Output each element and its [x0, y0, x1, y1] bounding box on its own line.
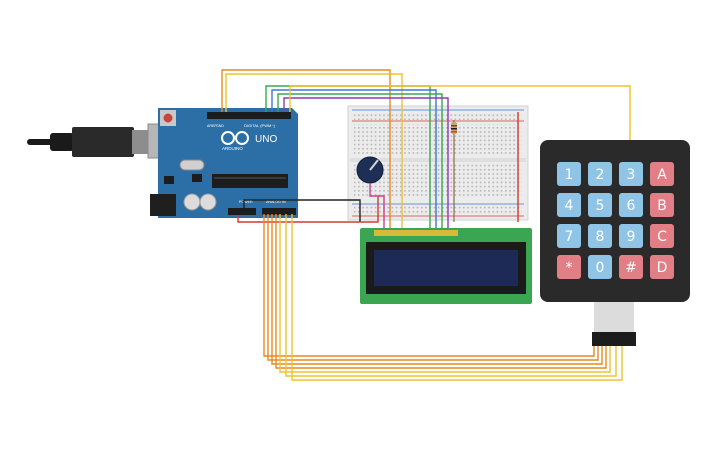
keypad-key-label: 8	[596, 229, 605, 245]
keypad-key-3-2[interactable]	[619, 255, 643, 279]
keypad-key-label: C	[657, 229, 667, 245]
wire-yellow-a5[interactable]	[285, 214, 617, 377]
wire-yellow-d2[interactable]	[291, 214, 623, 381]
keypad-key-0-0[interactable]	[557, 162, 581, 186]
keypad-key-2-1[interactable]	[588, 224, 612, 248]
lcd-pin-header	[374, 230, 458, 236]
keypad-key-2-3[interactable]	[650, 224, 674, 248]
keypad-key-2-2[interactable]	[619, 224, 643, 248]
keypad-key-label: 3	[627, 167, 636, 183]
atmega-chip	[212, 174, 288, 188]
keypad-key-label: A	[657, 167, 667, 183]
keypad-key-3-3[interactable]	[650, 255, 674, 279]
keypad-key-label: B	[657, 198, 667, 214]
wire-orange-a1[interactable]	[267, 214, 599, 361]
potentiometer[interactable]	[356, 156, 384, 184]
analog-header[interactable]	[262, 208, 296, 215]
arduino-logo-text: ARDUINO	[222, 146, 243, 151]
keypad-key-3-0[interactable]	[557, 255, 581, 279]
keypad-key-label: 6	[627, 198, 636, 214]
analog-label: ANALOG IN	[266, 200, 286, 204]
wire-magenta-pot[interactable]	[369, 183, 385, 232]
wire-yellow-d12[interactable]	[225, 73, 403, 232]
keypad-key-1-1[interactable]	[588, 193, 612, 217]
keypad-key-label: 1	[565, 167, 574, 183]
wire-purple-d8[interactable]	[283, 97, 449, 232]
crystal	[179, 159, 205, 171]
potentiometer-knob-indicator	[369, 159, 379, 171]
wire-red-5v[interactable]	[237, 196, 379, 223]
digital-pins-label: DIGITAL (PWM~)	[244, 123, 276, 128]
wire-orange-d13[interactable]	[221, 69, 391, 232]
power-header[interactable]	[228, 208, 256, 215]
wire-orange-a3[interactable]	[275, 214, 607, 369]
keypad-key-label: 5	[596, 198, 605, 214]
keypad-key-1-0[interactable]	[557, 193, 581, 217]
keypad-key-label: D	[657, 260, 668, 276]
wire-orange-a0[interactable]	[263, 214, 595, 357]
keypad-key-0-2[interactable]	[619, 162, 643, 186]
keypad-key-2-0[interactable]	[557, 224, 581, 248]
arduino-pcb	[158, 108, 298, 218]
wire-black-gnd[interactable]	[243, 199, 361, 222]
power-label: POWER	[239, 200, 253, 204]
keypad-4x4[interactable]: 1 2 3 A 4 5 6 B 7 8 9 C * 0 # D	[540, 140, 690, 346]
lcd-screen	[374, 250, 518, 286]
power-jack[interactable]	[150, 194, 176, 216]
usb-cable[interactable]	[27, 123, 173, 159]
keypad-connector[interactable]	[592, 332, 636, 346]
wire-yellow-keypad[interactable]	[289, 85, 631, 146]
voltage-regulator	[164, 176, 174, 184]
reset-button-cap[interactable]	[163, 113, 173, 123]
digital-header[interactable]	[207, 112, 291, 119]
keypad-key-label: 2	[596, 167, 605, 183]
keypad-key-label: 9	[627, 229, 636, 245]
keypad-key-0-1[interactable]	[588, 162, 612, 186]
keypad-key-label: 7	[565, 229, 574, 245]
aref-label: AREF	[207, 124, 217, 128]
wires	[221, 69, 631, 381]
keypad-key-label: *	[566, 260, 573, 276]
wire-blue-d10[interactable]	[271, 89, 437, 232]
keypad-key-label: 0	[596, 260, 605, 276]
keypad-key-1-2[interactable]	[619, 193, 643, 217]
capacitor-2	[199, 193, 217, 211]
keypad-key-label: #	[625, 260, 637, 276]
keypad-key-label: 4	[565, 198, 574, 214]
keypad-keys: 1 2 3 A 4 5 6 B 7 8 9 C * 0 # D	[557, 162, 674, 279]
gnd-label: GND	[216, 124, 224, 128]
arduino-logo-icon	[221, 131, 249, 145]
keypad-key-1-3[interactable]	[650, 193, 674, 217]
arduino-uno-board[interactable]: UNO ARDUINO DIGITAL (PWM~) AREF GND POWE…	[150, 108, 298, 218]
keypad-ribbon	[594, 302, 634, 332]
smd-chip	[192, 174, 202, 182]
lcd-16x2[interactable]	[360, 228, 532, 304]
keypad-key-0-3[interactable]	[650, 162, 674, 186]
resistor	[451, 120, 457, 222]
capacitor-1	[183, 193, 201, 211]
wire-orange-a2[interactable]	[271, 214, 603, 365]
keypad-key-3-1[interactable]	[588, 255, 612, 279]
wire-yellow-a4[interactable]	[279, 214, 611, 373]
arduino-model-label: UNO	[255, 134, 277, 145]
wire-green-d9[interactable]	[277, 93, 443, 232]
